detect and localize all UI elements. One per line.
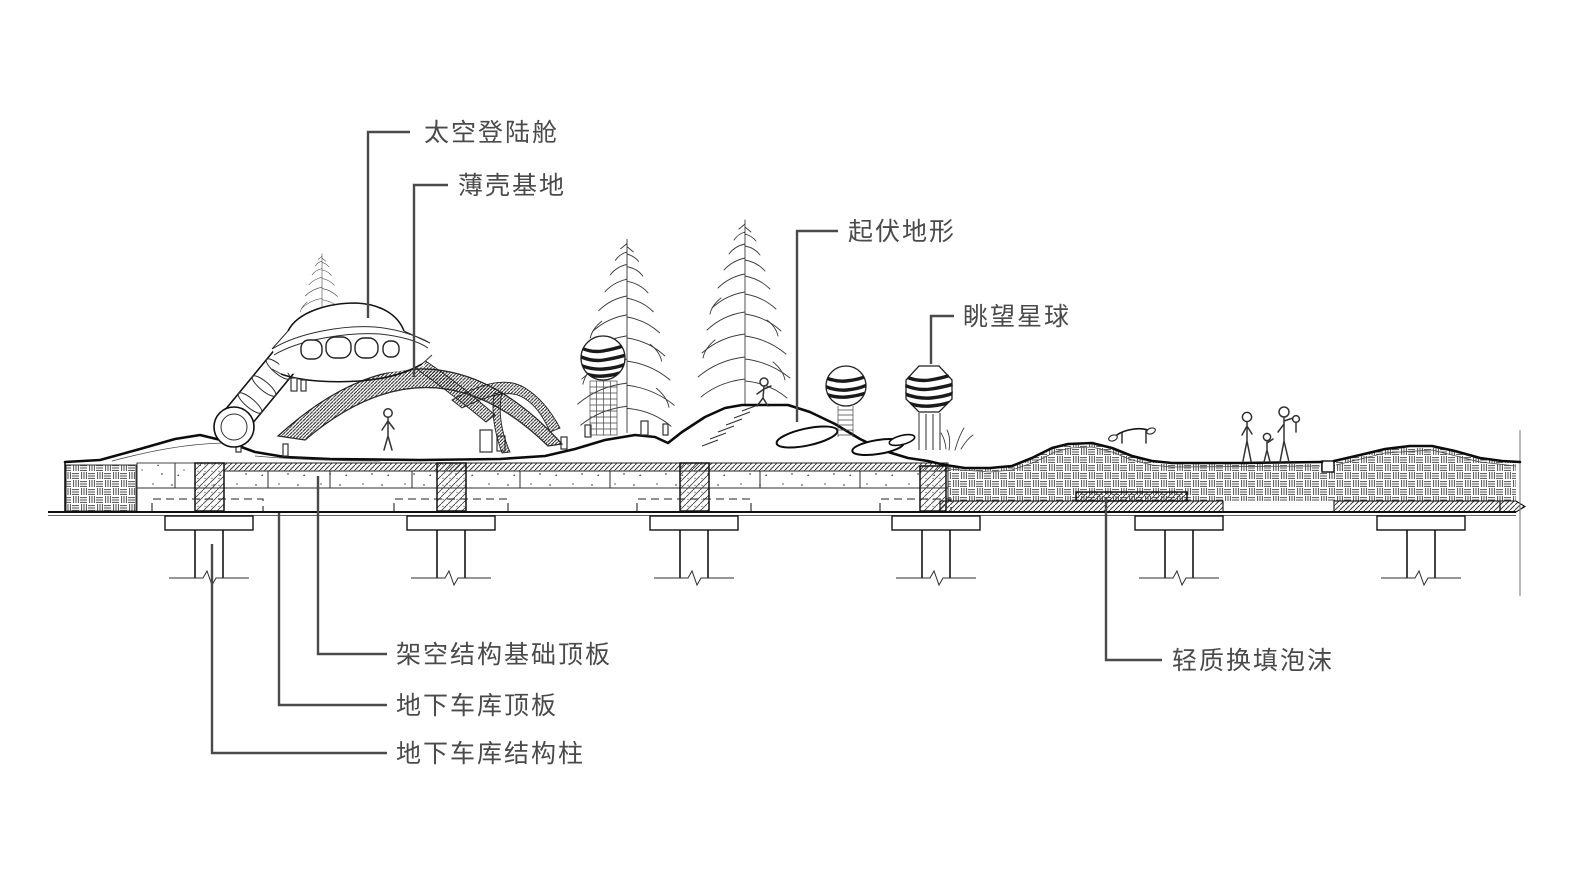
terrain-inner-line: [947, 446, 1517, 473]
leader-garage-column: [210, 544, 387, 755]
terrain: [63, 403, 1522, 473]
lookout-sphere-tower: [580, 335, 626, 436]
leader-foundation-slab: [316, 476, 387, 656]
family-group: [1241, 406, 1301, 463]
label-lookout-sphere: 眺望星球: [963, 303, 1071, 331]
foam-fill: [948, 443, 1516, 501]
leader-rolling-terrain: [795, 229, 838, 422]
terrain-lens-holes: [775, 425, 916, 457]
foam-bottom-strip: [939, 500, 1224, 513]
label-foundation-slab: 架空结构基础顶板: [396, 641, 612, 669]
slab-joints: [136, 463, 948, 511]
child-on-mound: [756, 377, 772, 407]
leader-shell-base: [412, 183, 448, 377]
label-foam-fill: 轻质换填泡沫: [1172, 647, 1334, 675]
shell-arch: [276, 368, 564, 447]
telescope: [1108, 427, 1156, 444]
capsule-body: [272, 303, 430, 376]
label-garage-column: 地下车库结构柱: [396, 740, 585, 768]
person-under-arch: [381, 408, 395, 451]
space-capsule: [213, 302, 433, 448]
strip-break-arrow: [1499, 500, 1527, 513]
capsule-dome: [287, 302, 405, 332]
mound-stairs: [701, 404, 759, 447]
bollards: [235, 420, 669, 457]
terrain-notch: [1321, 460, 1335, 473]
slide-ribbon: [492, 391, 511, 454]
terrain-line: [63, 403, 1522, 470]
grass: [940, 427, 974, 451]
structure-columns: [194, 462, 947, 512]
capsule-legs: [290, 377, 307, 392]
lookout-sphere-faceted: [905, 365, 974, 451]
annotations: 太空登陆舱 薄壳基地 起伏地形 眺望星球 架空结构基础顶板 地下车库顶板 地下车…: [210, 119, 1334, 768]
pile-caps-and-shafts: [164, 515, 1466, 587]
leader-space-capsule: [366, 130, 410, 318]
raised-foam-plate: [1075, 491, 1188, 502]
label-garage-roof: 地下车库顶板: [396, 692, 558, 720]
figures: [756, 377, 1301, 463]
mound-inner-line: [111, 442, 381, 462]
leader-lookout-sphere: [929, 314, 954, 364]
cap-dashed-outlines: [151, 498, 952, 511]
pine-tree: [697, 219, 791, 405]
slide-ribbon: [451, 381, 561, 433]
capsule-rim: [280, 363, 423, 383]
foam-bottom-strip: [1333, 500, 1501, 513]
pine-tree: [577, 238, 675, 433]
foundation-slab: [223, 470, 949, 489]
shell-arch-inner: [304, 387, 549, 447]
label-rolling-terrain: 起伏地形: [848, 218, 956, 246]
lookout-spheres: [580, 335, 974, 451]
label-shell-base: 薄壳基地: [458, 172, 566, 200]
slab-top-strip: [223, 462, 949, 472]
lookout-sphere-ladder: [825, 365, 867, 437]
leader-garage-roof: [277, 513, 387, 707]
label-space-capsule: 太空登陆舱: [424, 119, 559, 147]
slide-exit-ring: [213, 406, 255, 448]
capsule-portholes: [300, 336, 400, 360]
paving-block: [65, 464, 137, 512]
leader-foam-fill: [1104, 497, 1162, 662]
substructure: [48, 430, 1527, 596]
